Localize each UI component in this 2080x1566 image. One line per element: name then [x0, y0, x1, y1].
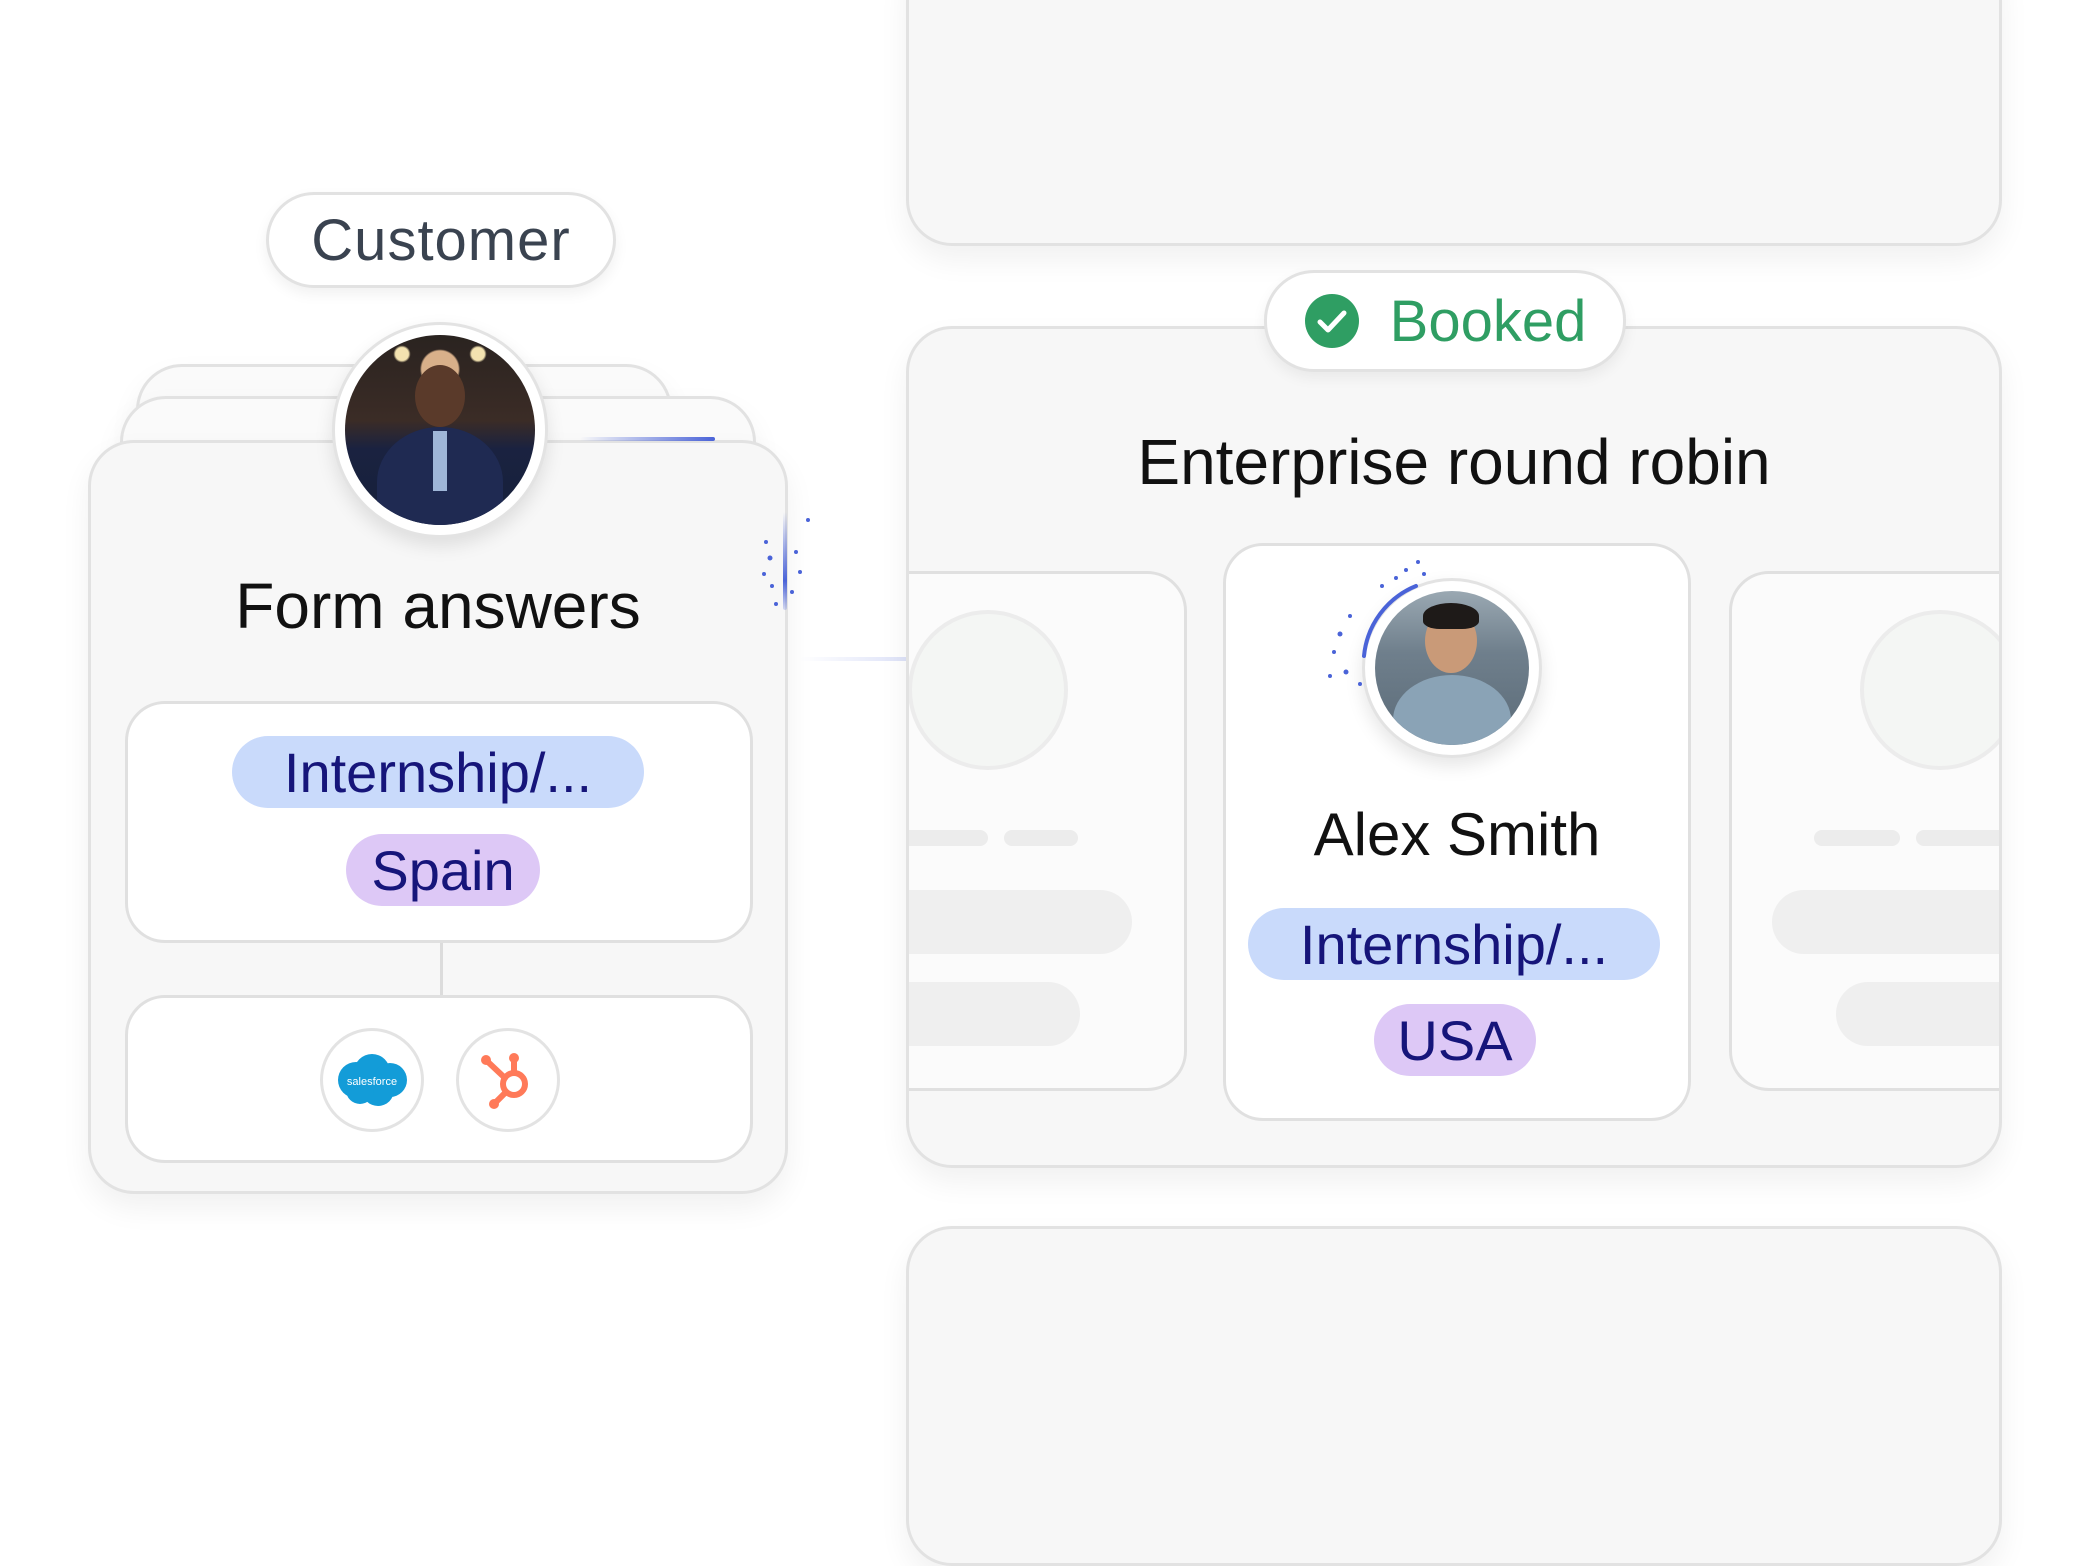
ghost-text-bar: [909, 830, 988, 846]
customer-tie: [433, 431, 447, 491]
tag-country: Spain: [346, 834, 540, 906]
customer-avatar: [332, 322, 548, 538]
ghost-rep-card-right: [1729, 571, 1999, 1091]
ghost-text-bar: [1916, 830, 1999, 846]
booked-status-text: Booked: [1389, 288, 1587, 354]
customer-head: [415, 365, 465, 427]
booked-status-badge: Booked: [1264, 270, 1626, 372]
check-circle-icon: [1304, 294, 1359, 348]
svg-text:salesforce: salesforce: [347, 1076, 397, 1088]
hubspot-sprocket-icon: [481, 1053, 528, 1109]
salesforce-cloud-icon: salesforce: [338, 1054, 407, 1106]
ghost-tag: [1836, 982, 1999, 1046]
ghost-text-bar: [1814, 830, 1900, 846]
ghost-avatar: [1860, 610, 1999, 770]
ghost-avatar: [909, 610, 1068, 770]
ghost-tag: [909, 982, 1080, 1046]
rep-name: Alex Smith: [1313, 801, 1601, 868]
hubspot-logo[interactable]: [456, 1028, 560, 1132]
accent-line-horizontal: [580, 437, 715, 441]
round-robin-card[interactable]: Enterprise round robin Alex Smith Intern…: [906, 326, 2002, 1168]
rep-avatar: [1362, 578, 1542, 758]
ghost-tag: [1772, 890, 1999, 954]
top-placeholder-card: [906, 0, 2002, 246]
customer-photo: [345, 335, 535, 525]
round-robin-title: Enterprise round robin: [1137, 426, 1771, 498]
form-answers-box: Internship/... Spain: [125, 701, 753, 943]
customer-label: Customer: [266, 192, 616, 288]
sparkle-arc: [1328, 560, 1426, 686]
sparkle-dots-left: [762, 518, 810, 606]
ghost-rep-card-left: [909, 571, 1187, 1091]
tag-internship: Internship/...: [232, 736, 644, 808]
rep-tag-internship: Internship/...: [1248, 908, 1660, 980]
salesforce-logo[interactable]: salesforce: [320, 1028, 424, 1132]
rep-hair: [1423, 603, 1479, 629]
rep-tag-country: USA: [1374, 1004, 1536, 1076]
form-answers-title: Form answers: [235, 570, 641, 642]
connector-line: [440, 943, 443, 995]
selected-rep-card[interactable]: Alex Smith Internship/... USA: [1223, 543, 1691, 1121]
rep-photo: [1375, 591, 1529, 745]
accent-line-vertical: [783, 512, 787, 610]
bottom-placeholder-card: [906, 1226, 2002, 1566]
form-answers-card[interactable]: Form answers Internship/... Spain salesf…: [88, 440, 788, 1194]
ghost-tag: [909, 890, 1132, 954]
rep-shirt: [1393, 675, 1511, 745]
customer-label-text: Customer: [311, 207, 571, 273]
ghost-text-bar: [1004, 830, 1078, 846]
integrations-box: salesforce: [125, 995, 753, 1163]
